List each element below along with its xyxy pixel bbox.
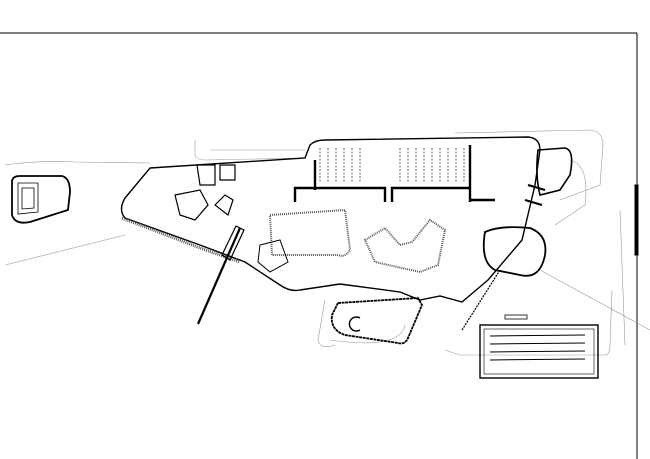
- seating-rows: [319, 148, 465, 183]
- building-main: [120, 136, 573, 303]
- car-park-inner: [483, 328, 595, 375]
- pool-c-shape: [330, 297, 424, 345]
- site-context: [4, 129, 650, 356]
- sheet-frame: [0, 32, 639, 459]
- ramp: [221, 225, 245, 261]
- court-shape-3: [257, 239, 289, 273]
- site-boundary-bottom: [317, 289, 613, 356]
- section-cut-line: [196, 227, 242, 325]
- car-park-sign: [504, 314, 528, 320]
- site-boundary-left: [4, 161, 151, 266]
- pod-round-right: [482, 226, 547, 277]
- interior-wall-row: [293, 145, 495, 202]
- building-outline: [120, 136, 541, 303]
- pool-outline: [330, 297, 424, 345]
- court-shape-2: [363, 218, 447, 274]
- site-boundary-right: [454, 129, 650, 346]
- site-street-top: [194, 140, 306, 161]
- connector-bridge: [524, 183, 546, 207]
- c-glyph: [348, 316, 361, 332]
- pod-top-right: [536, 147, 573, 196]
- annex-outline: [11, 175, 71, 224]
- car-park: [461, 269, 599, 379]
- annex-left: [11, 175, 71, 224]
- ramp-diagonal: [461, 269, 501, 331]
- north-marker-bar: [634, 184, 639, 256]
- core-block-left: [174, 164, 236, 221]
- annex-inner: [17, 182, 39, 215]
- court-rect-1: [268, 208, 352, 257]
- parking-rows: [489, 334, 586, 361]
- car-park-outline: [479, 324, 599, 379]
